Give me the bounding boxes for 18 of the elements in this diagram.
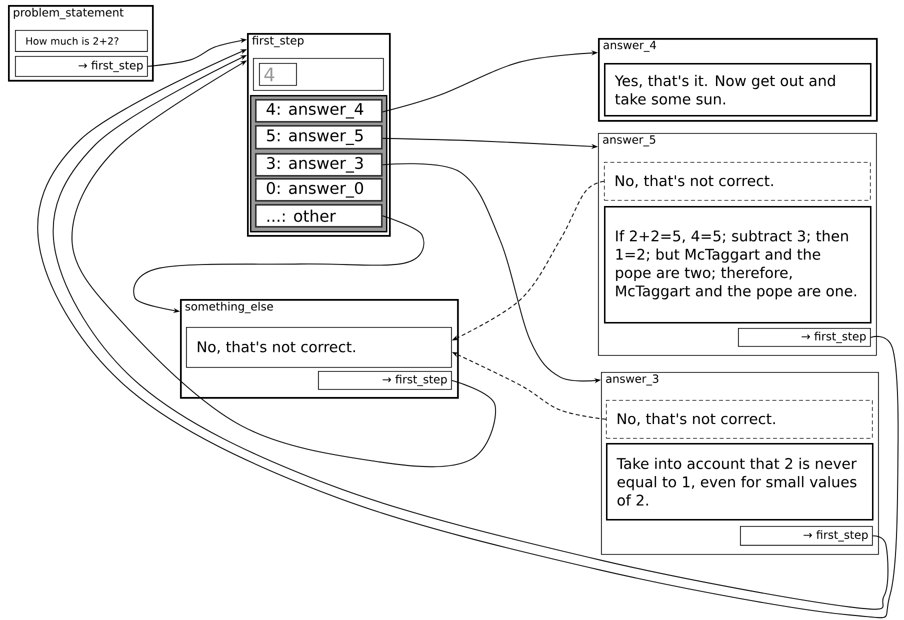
input-field: 4	[259, 63, 297, 86]
link-box: → first_step	[318, 371, 452, 390]
link-box: → first_step	[15, 56, 148, 77]
input-panel	[253, 58, 384, 91]
message-box: No, that's not correct.	[186, 327, 452, 368]
choice-item: 3: answer_3	[255, 153, 383, 177]
message-box: Yes, that's it. Now get out and take some sun.	[604, 63, 872, 116]
message-box: If 2+2=5, 4=5; subtract 3; then 1=2; but McTaggart and the pope are two; therefore, McTaggart and the pope are one.	[604, 206, 872, 324]
message-box: No, that's not correct.	[604, 162, 871, 201]
message-box: How much is 2+2?	[15, 30, 148, 52]
link-box: → first_step	[740, 526, 873, 546]
link-box: → first_step	[738, 328, 871, 347]
message-box: No, that's not correct.	[606, 400, 873, 439]
choice-item: 0: answer_0	[255, 178, 383, 202]
choice-item: 5: answer_5	[255, 125, 383, 150]
message-box: Take into account that 2 is never equal to 1, even for small values of 2.	[606, 443, 874, 520]
choice-item: 4: answer_4	[255, 99, 383, 123]
choice-item: ...: other	[255, 204, 383, 228]
